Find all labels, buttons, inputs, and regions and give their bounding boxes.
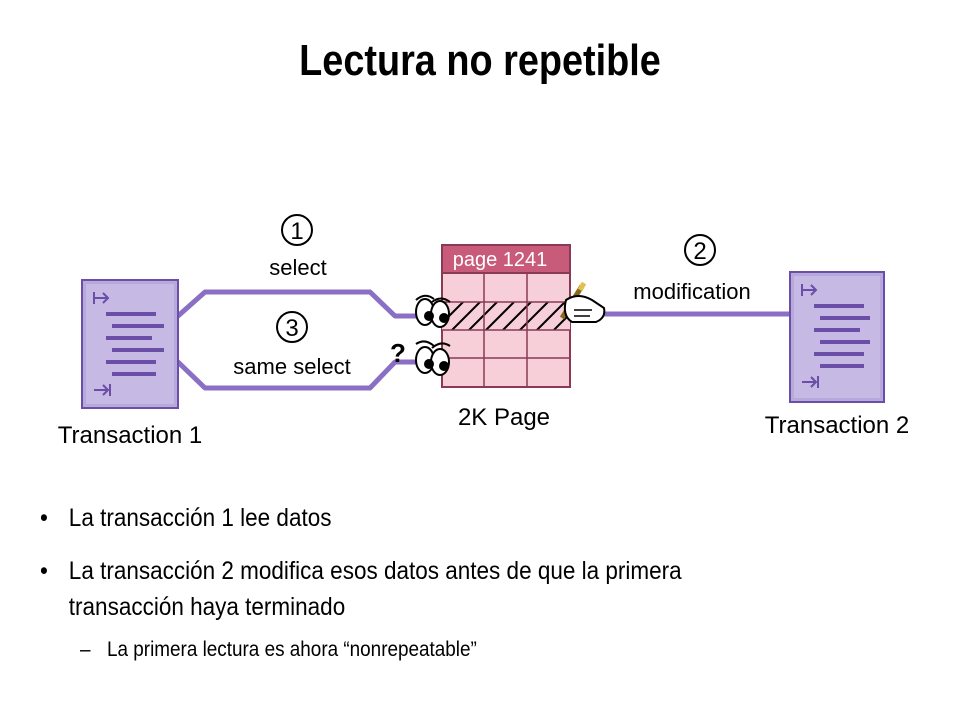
arrow-out-icon — [94, 384, 111, 396]
arrow-in-icon — [93, 292, 110, 304]
step1-label: select — [269, 255, 326, 280]
step2-label: modification — [633, 279, 750, 304]
page-header-label: page 1241 — [453, 249, 548, 271]
step2-number: 2 — [693, 238, 706, 265]
question-mark: ? — [390, 338, 406, 368]
page-caption: 2K Page — [458, 404, 550, 431]
step3-label: same select — [233, 354, 350, 379]
step1-number: 1 — [290, 218, 303, 245]
step1-marker: 1 — [281, 214, 313, 246]
transaction1-label: Transaction 1 — [58, 422, 203, 449]
bullet-dot: • — [40, 504, 48, 532]
bullet-text-line2: transacción haya terminado — [68, 593, 346, 621]
bullet-dot: • — [40, 557, 48, 585]
sub-bullet-dash: – — [80, 638, 91, 661]
arrow-in-icon — [801, 284, 818, 296]
hand-pencil-icon — [559, 281, 606, 323]
transaction2-document — [789, 271, 885, 403]
step2-marker: 2 — [684, 234, 716, 266]
bullet-text: La transacción 1 lee datos — [68, 504, 332, 532]
same-select-path — [175, 359, 421, 391]
bullet-text-line1: La transacción 2 modifica esos datos ant… — [68, 557, 682, 585]
select-path — [175, 289, 421, 319]
transaction2-label: Transaction 2 — [765, 412, 910, 439]
connector-lines — [175, 289, 793, 391]
sub-bullet-text: La primera lectura es ahora “nonrepeatab… — [107, 638, 477, 661]
eyes-icon — [415, 340, 451, 376]
step3-number: 3 — [285, 315, 298, 342]
slide-title: Lectura no repetible — [299, 36, 661, 85]
arrow-out-icon — [802, 376, 819, 388]
page-grid: page 1241 — [441, 244, 571, 388]
modified-row — [442, 302, 570, 330]
nonrepeatable-read-diagram: page 1241 1 sel — [58, 214, 910, 449]
step3-marker: 3 — [276, 311, 308, 343]
transaction1-document — [81, 279, 179, 409]
eyes-icon — [415, 294, 451, 328]
